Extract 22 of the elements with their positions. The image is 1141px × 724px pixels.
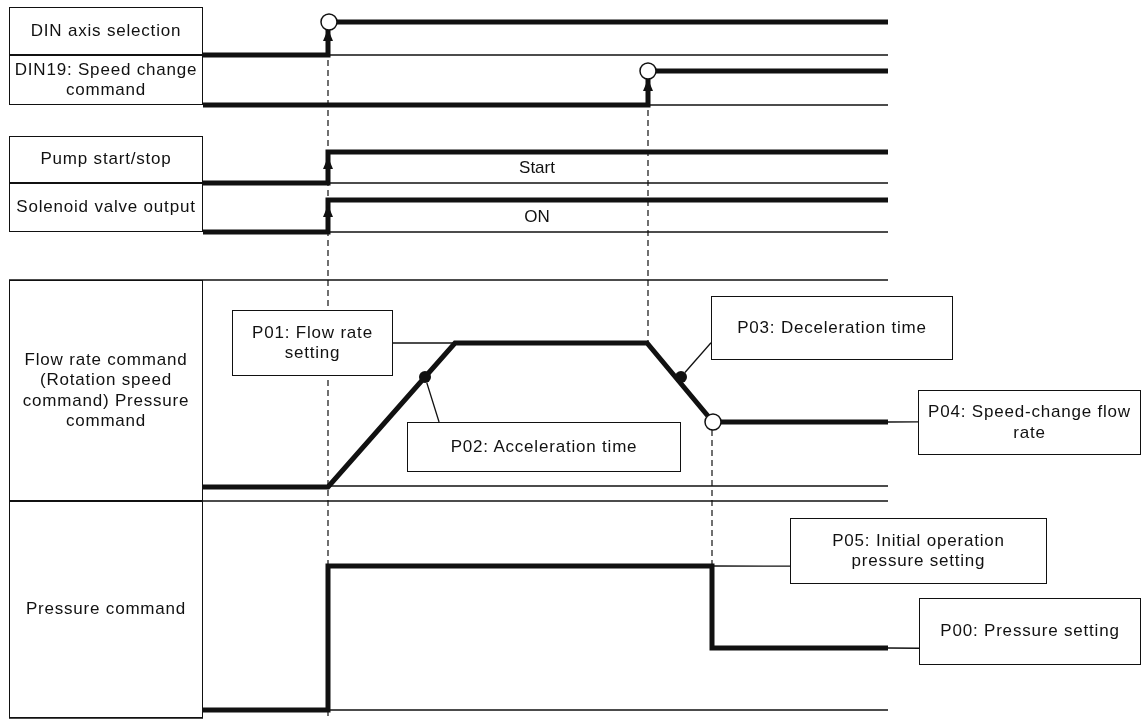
leader-line [887, 421, 919, 423]
signal-name-box: DIN19: Speed change command [9, 55, 203, 105]
parameter-callout: P03: Deceleration time [711, 296, 953, 360]
dot-marker [419, 371, 431, 383]
leader-line [684, 342, 712, 374]
parameter-callout: P00: Pressure setting [919, 598, 1141, 665]
state-label: Start [518, 158, 556, 178]
signal-name-box: Flow rate command (Rotation speed command) Pressure command [9, 280, 203, 501]
signal-name-box: Solenoid valve output [9, 183, 203, 232]
state-label: ON [523, 207, 551, 227]
parameter-callout: P05: Initial operation pressure setting [790, 518, 1047, 584]
leader-line [426, 382, 440, 423]
parameter-callout: P01: Flow rate setting [232, 310, 393, 376]
parameter-callout: P02: Acceleration time [407, 422, 681, 472]
dot-marker [675, 371, 687, 383]
leader-line [711, 565, 791, 567]
parameter-callout: P04: Speed-change flow rate [918, 390, 1141, 455]
signal-name-box: DIN axis selection [9, 7, 203, 55]
leader-line [392, 342, 456, 344]
signal-name-box: Pump start/stop [9, 136, 203, 183]
leader-line [887, 647, 920, 649]
signal-name-box: Pressure command [9, 501, 203, 718]
